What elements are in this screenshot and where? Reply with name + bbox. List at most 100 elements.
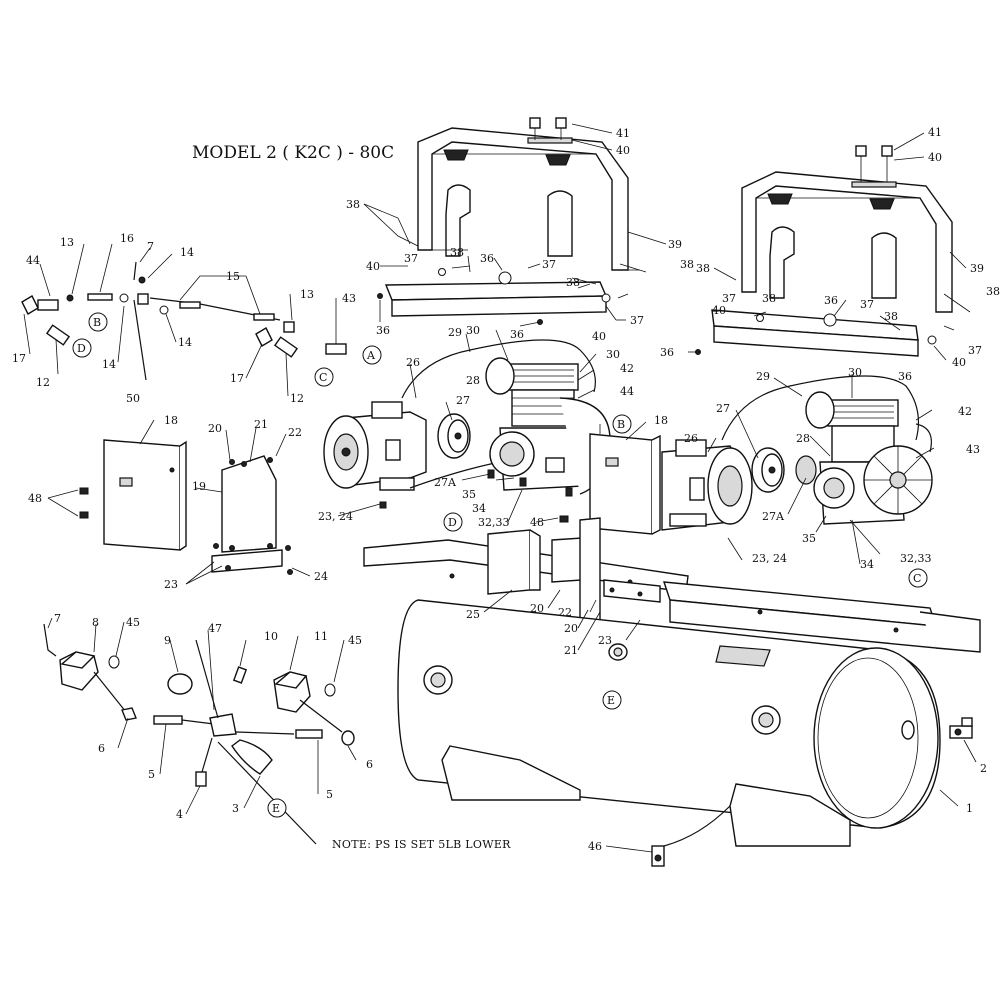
label-40-right: 39	[970, 262, 984, 275]
label-14-c: 14	[178, 336, 192, 349]
label-12-b: 12	[290, 392, 304, 405]
label-26: 26	[406, 356, 420, 369]
label-24: 24	[314, 570, 328, 583]
label-35: 35	[462, 488, 476, 501]
safety-valve-icon	[949, 717, 973, 739]
label-27: 27	[456, 394, 470, 407]
label-39-f: 38	[762, 292, 776, 305]
label-38-a: 37	[404, 252, 418, 265]
label-19: 19	[192, 480, 206, 493]
label-39-g: 38	[884, 310, 898, 323]
label-4: 4	[176, 808, 183, 821]
label-20-center: 20	[530, 602, 544, 615]
label-30: 30	[466, 324, 480, 337]
label-17-b: 17	[230, 372, 244, 385]
label-41-right: 40	[928, 151, 942, 164]
label-37-right: 36	[824, 294, 838, 307]
label-25: 25	[466, 608, 480, 621]
label-43: 42	[620, 362, 634, 375]
diagram-title: MODEL 2 ( K2C ) - 80C	[192, 143, 394, 163]
mount-bolts-icon	[379, 469, 573, 509]
label-20: 20	[208, 422, 222, 435]
callout-a: A	[366, 349, 376, 362]
label-6: 6	[98, 742, 105, 755]
label-39-a: 38	[346, 198, 360, 211]
label-44: 43	[966, 443, 980, 456]
pulley-right-icon	[751, 447, 817, 493]
callout-d-2: D	[448, 516, 457, 529]
label-38-c: 37	[630, 314, 644, 327]
label-39-d: 38	[680, 258, 694, 271]
diagram-note: NOTE: PS IS SET 5LB LOWER	[332, 838, 511, 851]
label-28-right: 28	[796, 432, 810, 445]
control-box-center-icon	[589, 433, 661, 535]
label-18-center: 18	[654, 414, 668, 427]
label-46: 45	[126, 616, 140, 629]
compressor-pump-right-icon	[805, 391, 933, 525]
leader-lines	[23, 123, 977, 853]
label-41-c: 40	[712, 304, 726, 317]
mount-plate-icon	[211, 455, 293, 575]
label-2: 2	[980, 762, 987, 775]
guard-back-plate-right-icon	[695, 309, 937, 357]
label-1: 1	[966, 802, 973, 815]
label-48: 47	[208, 622, 222, 635]
label-17: 17	[12, 352, 26, 365]
label-36-c: 36	[660, 346, 674, 359]
label-34-right: 34	[860, 558, 874, 571]
label-41-b: 40	[592, 330, 606, 343]
label-39-h: 38	[986, 285, 1000, 298]
belt-guard-icon	[417, 127, 640, 271]
guard-bracket-icon	[527, 117, 573, 144]
label-31: 30	[606, 348, 620, 361]
callout-b-2: B	[617, 418, 625, 431]
label-15: 15	[226, 270, 240, 283]
callout-e: E	[607, 694, 615, 707]
label-14-b: 14	[102, 358, 116, 371]
piping-assembly-icon	[21, 261, 347, 381]
label-27a-right: 27A	[762, 510, 785, 523]
label-38-e: 37	[860, 298, 874, 311]
label-34: 34	[472, 502, 486, 515]
label-5-b: 5	[326, 788, 333, 801]
label-46-b: 45	[348, 634, 362, 647]
label-38-d: 37	[722, 292, 736, 305]
label-23-center: 23	[598, 634, 612, 647]
label-13-b: 13	[300, 288, 314, 301]
label-16: 16	[120, 232, 134, 245]
label-40: 39	[668, 238, 682, 251]
label-13: 13	[60, 236, 74, 249]
label-7: 7	[147, 240, 154, 253]
label-42: 41	[616, 127, 630, 140]
label-36-a: 36	[376, 324, 390, 337]
label-36-d: 36	[898, 370, 912, 383]
label-7-b: 7	[54, 612, 61, 625]
label-23-24: 23, 24	[318, 510, 353, 523]
label-3: 3	[232, 802, 239, 815]
pressure-switch-icon	[43, 623, 355, 845]
callout-b: B	[93, 316, 101, 329]
label-39-c: 38	[566, 276, 580, 289]
label-45: 44	[620, 385, 634, 398]
tank-feet-icon	[441, 745, 851, 847]
guard-bracket-right-icon	[851, 145, 897, 188]
pulley-icon	[437, 413, 471, 459]
label-26-right: 26	[684, 432, 698, 445]
label-6-b: 6	[366, 758, 373, 771]
label-8: 8	[92, 616, 99, 629]
label-11: 11	[314, 630, 328, 643]
label-21-center: 21	[564, 644, 578, 657]
label-32-33: 32,33	[478, 516, 510, 529]
label-18: 18	[164, 414, 178, 427]
callout-markers: A B B C C D D E E	[72, 312, 928, 818]
label-42-right: 41	[928, 126, 942, 139]
label-23-24-right: 23, 24	[752, 552, 787, 565]
label-20-b: 20	[564, 622, 578, 635]
label-28: 28	[466, 374, 480, 387]
part-number-labels: 41 40 41 40 39 39 38 38 38 38 38 38 38 3…	[12, 126, 1000, 853]
label-41: 40	[616, 144, 630, 157]
callout-e-2: E	[272, 802, 280, 815]
label-49-center: 48	[530, 516, 544, 529]
label-45-left: 44	[26, 254, 40, 267]
label-29-right: 29	[756, 370, 770, 383]
